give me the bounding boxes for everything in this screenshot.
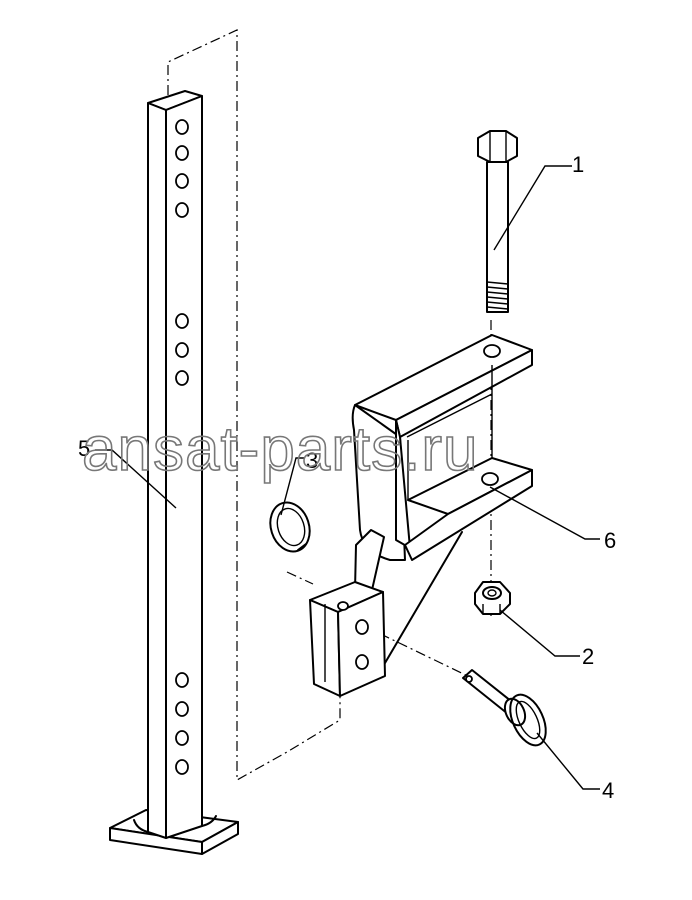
locking-pin — [462, 669, 547, 747]
vertical-post — [109, 90, 239, 855]
callout-3: 3 — [306, 448, 318, 473]
clamp-block — [309, 529, 386, 697]
callout-1: 1 — [572, 152, 584, 177]
spring-clip — [269, 501, 311, 553]
callout-4: 4 — [602, 778, 614, 803]
callout-5: 5 — [78, 436, 90, 461]
hex-bolt — [477, 130, 518, 313]
callout-2: 2 — [582, 644, 594, 669]
watermark-text: ansat-parts.ru — [82, 415, 479, 484]
callout-6: 6 — [604, 528, 616, 553]
leader-lines — [95, 165, 600, 790]
hex-nut — [474, 581, 511, 615]
